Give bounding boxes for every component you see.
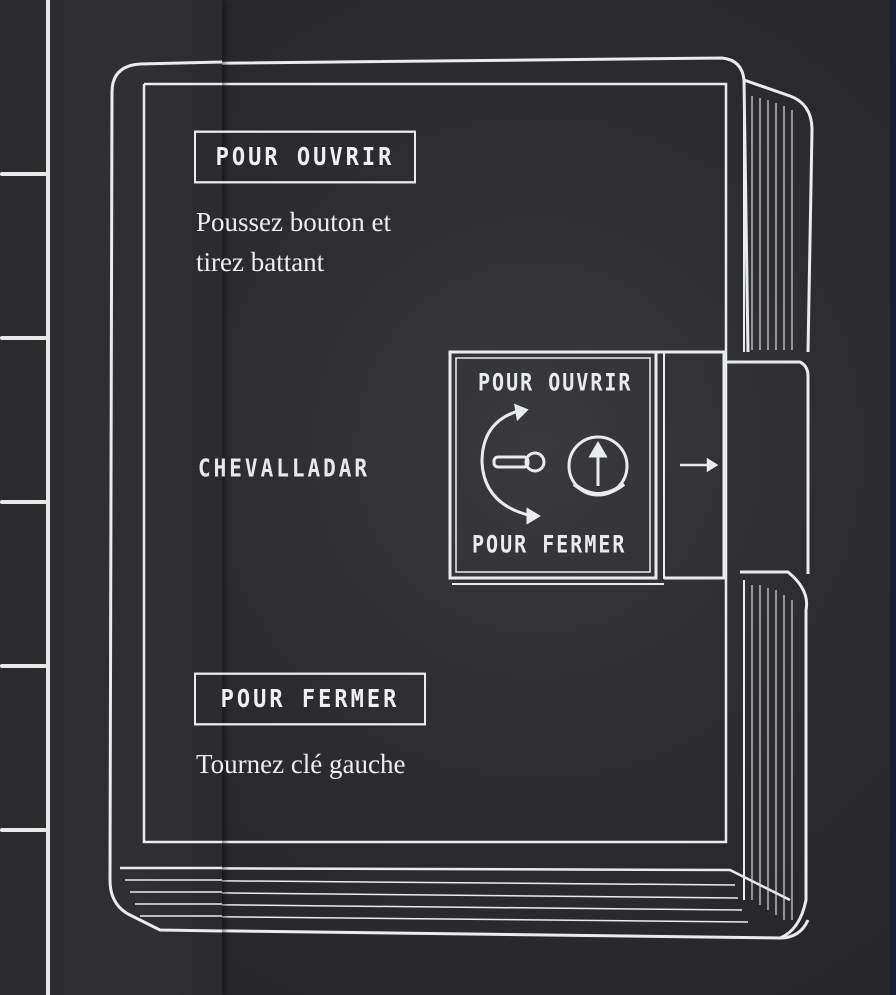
spine-stitch: [0, 336, 50, 340]
close-instruction: Tournez clé gauche: [196, 749, 406, 779]
spine-stitch: [0, 664, 50, 668]
open-heading: POUR OUVRIR: [194, 130, 416, 184]
close-heading: POUR FERMER: [194, 672, 426, 726]
right-edge: [890, 0, 896, 995]
open-instruction-line2: tirez battant: [196, 247, 325, 277]
lock-open-label: POUR OUVRIR: [478, 367, 633, 397]
spine-stitch: [0, 500, 50, 504]
open-instruction-line1: Poussez bouton et: [196, 207, 391, 237]
lock-close-label: POUR FERMER: [472, 529, 627, 559]
spine-thread: [46, 0, 50, 995]
spine-stitch: [0, 828, 50, 832]
brand-name: CHEVALLADAR: [198, 453, 371, 483]
spine-stitch: [0, 172, 50, 176]
